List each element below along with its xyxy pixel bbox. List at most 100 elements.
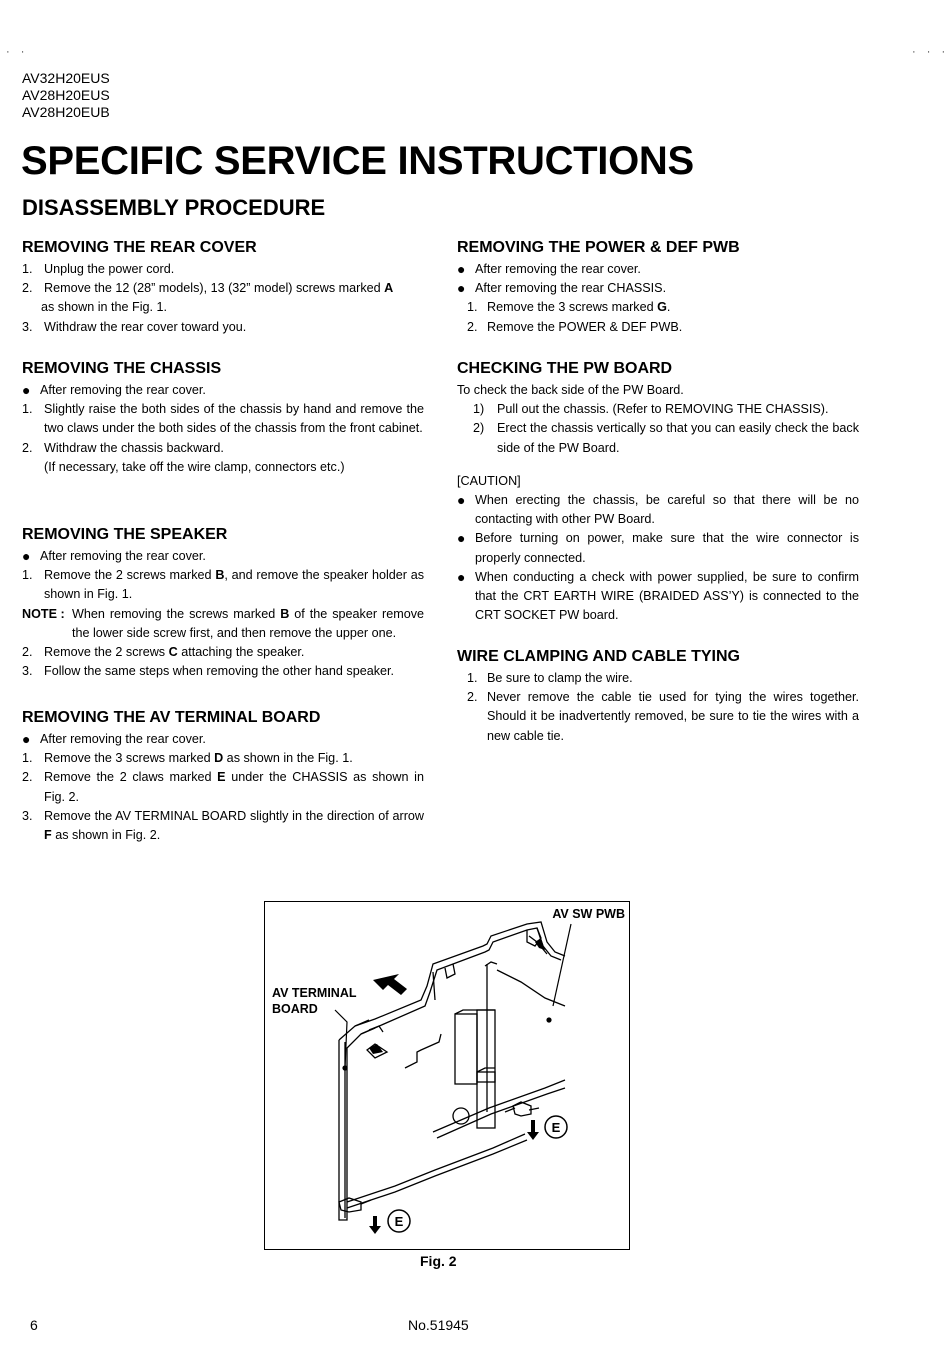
list-item: 2. Remove the 2 screws C attaching the s… [22,643,424,662]
item-number: 1. [22,402,33,417]
list-item: 3. Remove the AV TERMINAL BOARD slightly… [22,807,424,845]
bullet-icon: ● [457,568,466,585]
list-item: 1. Remove the 2 screws marked B, and rem… [22,566,424,604]
corner-mark-left: · · [6,46,29,58]
bullet-icon: ● [457,530,466,547]
section-title: CHECKING THE PW BOARD [457,360,673,377]
list-item: 2. Remove the 2 claws marked E under the… [22,768,424,806]
section-speaker: REMOVING THE SPEAKER ● After removing th… [22,525,424,681]
list-item: 2) Erect the chassis vertically so that … [457,419,859,457]
marker-e: E [552,1120,561,1135]
section-pw-board: CHECKING THE PW BOARD To check the back … [457,359,859,625]
item-number: 2. [22,645,33,660]
item-number: 1. [22,262,33,276]
section-title: REMOVING THE CHASSIS [22,360,222,377]
bullet-icon: ● [457,492,466,509]
bullet-item: ● When erecting the chassis, be careful … [457,491,859,529]
item-text: Follow the same steps when removing the … [44,664,395,679]
section-title: REMOVING THE REAR COVER [22,239,257,256]
list-item: 2. Withdraw the chassis backward. [22,439,424,458]
section-av-terminal: REMOVING THE AV TERMINAL BOARD ● After r… [22,708,424,845]
item-text: Erect the chassis vertically so that you… [497,421,859,455]
intro-text: To check the back side of the PW Board. [457,383,684,397]
item-text: Never remove the cable tie used for tyin… [487,690,859,743]
item-number: 2) [473,421,485,436]
bullet-icon: ● [22,731,31,747]
bullet-text: After removing the rear cover. [40,383,206,397]
model-list: AV32H20EUS AV28H20EUS AV28H20EUB [22,70,110,121]
item-text: Remove the 12 (28” models), 13 (32” mode… [44,281,394,296]
item-number: 2. [22,440,33,455]
list-item: 2. Never remove the cable tie used for t… [457,688,859,746]
item-text: Remove the POWER & DEF PWB. [487,319,683,334]
item-text: Remove the 3 screws marked D as shown in… [44,751,353,766]
corner-mark-right: · · · [912,46,950,58]
list-item: 1. Remove the 3 screws marked G. [457,298,859,317]
model-number: AV32H20EUS [22,70,110,86]
label-av-terminal-board: AV TERMINAL BOARD [272,986,357,1016]
page-subtitle: DISASSEMBLY PROCEDURE [22,195,326,220]
figure-2: E E AV SW PWB AV TERMINAL BOARD [264,901,630,1250]
bullet-item: ● After removing the rear cover. [22,547,424,566]
item-text: Unplug the power cord. [44,262,175,276]
model-number: AV28H20EUS [22,87,110,103]
list-item: 1. Remove the 3 screws marked D as shown… [22,749,424,768]
item-text: Withdraw the rear cover toward you. [44,319,247,334]
item-number: 2. [467,319,478,334]
section-title: REMOVING THE POWER & DEF PWB [457,239,740,256]
note-text: When removing the screws marked B of the… [72,606,424,640]
page-title: SPECIFIC SERVICE INSTRUCTIONS [21,139,694,183]
bullet-item: ● After removing the rear cover. [22,730,424,749]
bullet-text: After removing the rear cover. [475,262,641,276]
section-rear-cover: REMOVING THE REAR COVER 1. Unplug the po… [22,238,424,337]
bullet-text: After removing the rear CHASSIS. [475,281,667,296]
list-item: 1. Unplug the power cord. [22,260,424,279]
list-item: 1) Pull out the chassis. (Refer to REMOV… [457,400,859,419]
list-item: 1. Slightly raise the both sides of the … [22,400,424,438]
section-chassis: REMOVING THE CHASSIS ● After removing th… [22,359,424,477]
note-label: NOTE : [22,606,65,621]
bullet-text: After removing the rear cover. [40,732,206,746]
bullet-text: After removing the rear cover. [40,549,206,563]
section-title: REMOVING THE SPEAKER [22,526,228,543]
chassis-illustration: E E [334,921,572,1234]
list-item: 3. Follow the same steps when removing t… [22,662,424,681]
bullet-item: ● After removing the rear cover. [457,260,859,279]
item-number: 1. [22,751,33,766]
item-number: 2. [22,281,33,296]
section-title: REMOVING THE AV TERMINAL BOARD [22,709,321,726]
section-power-def: REMOVING THE POWER & DEF PWB ● After rem… [457,238,859,337]
item-number: 3. [22,664,33,679]
item-text: Remove the 2 screws marked B, and remove… [44,568,425,602]
item-continuation: as shown in the Fig. 1. [41,300,168,315]
item-subnote: (If necessary, take off the wire clamp, … [44,459,345,474]
marker-e: E [395,1214,404,1229]
item-text: Remove the 2 screws C attaching the spea… [44,645,305,660]
list-item: 2. Remove the 12 (28” models), 13 (32” m… [22,279,424,298]
item-number: 3. [22,808,33,823]
item-text: Remove the 3 screws marked G. [487,300,671,315]
bullet-item: ● When conducting a check with power sup… [457,568,859,626]
section-wire-clamping: WIRE CLAMPING AND CABLE TYING 1. Be sure… [457,647,859,746]
item-text: Remove the 2 claws marked E under the CH… [44,770,424,804]
caution-label: [CAUTION] [457,473,521,488]
bullet-item: ● After removing the rear cover. [22,381,424,400]
list-item: 3. Withdraw the rear cover toward you. [22,318,424,337]
label-av-sw-pwb: AV SW PWB [552,907,625,921]
item-text: Be sure to clamp the wire. [487,671,633,685]
item-text: Slightly raise the both sides of the cha… [44,402,424,436]
note: NOTE : When removing the screws marked B… [22,605,424,643]
bullet-item: ● Before turning on power, make sure tha… [457,529,859,567]
model-number: AV28H20EUB [22,104,110,120]
item-number: 1) [473,402,485,417]
bullet-icon: ● [457,280,466,297]
bullet-text: Before turning on power, make sure that … [475,531,859,565]
list-item: 1. Be sure to clamp the wire. [457,669,859,688]
page-number: 6 [30,1317,38,1333]
item-text: Remove the AV TERMINAL BOARD slightly in… [44,808,424,843]
figure-caption: Fig. 2 [420,1253,457,1269]
item-number: 1. [467,671,478,685]
bullet-text: When erecting the chassis, be careful so… [475,493,859,527]
list-item: 2. Remove the POWER & DEF PWB. [457,318,859,337]
item-text: Withdraw the chassis backward. [44,440,224,455]
